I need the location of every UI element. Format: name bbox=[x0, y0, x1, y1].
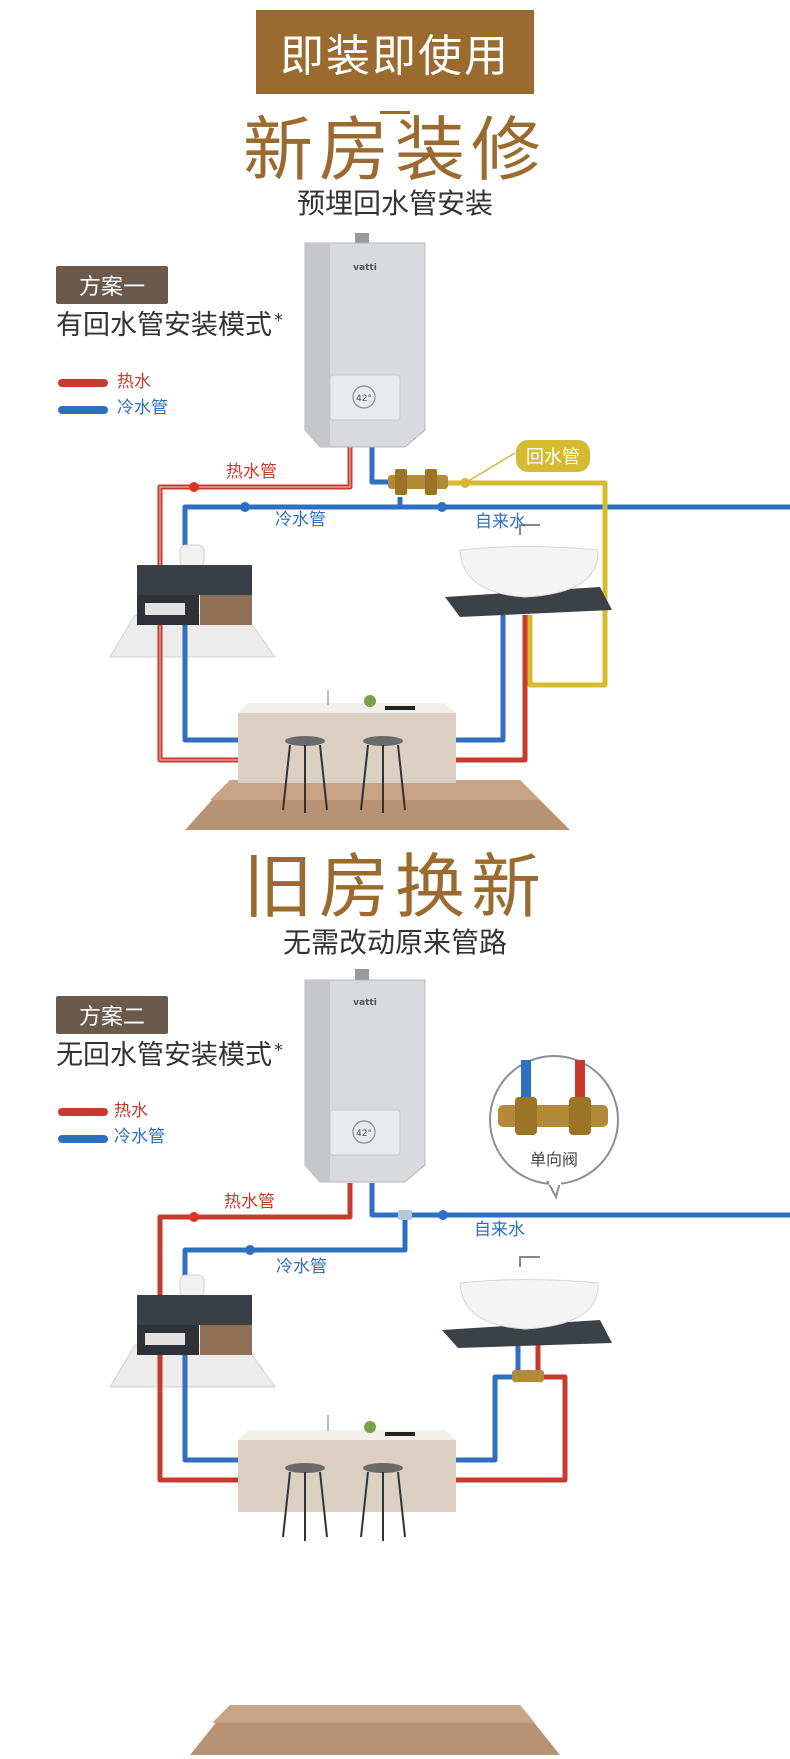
cold-pipe bbox=[182, 445, 790, 743]
tap-water-marker bbox=[437, 502, 447, 512]
hot-pipe bbox=[157, 1183, 568, 1483]
section2-subheading: 无需改动原来管路 bbox=[282, 926, 507, 959]
water-heater: 42° vatti bbox=[304, 233, 426, 448]
kitchen-island bbox=[238, 1415, 456, 1541]
section2-mode-mark: * bbox=[274, 1040, 283, 1061]
hot-pipe-marker bbox=[189, 1212, 199, 1222]
hot-pipe-marker bbox=[189, 482, 199, 492]
kitchen-island bbox=[238, 690, 456, 813]
bathroom-vanity bbox=[137, 1274, 252, 1355]
heater-display: 42° bbox=[356, 394, 372, 404]
heater-display: 42° bbox=[356, 1129, 372, 1139]
legend-cold-swatch bbox=[58, 406, 108, 414]
tap-water-marker bbox=[438, 1210, 448, 1220]
check-valve-zoom bbox=[489, 1055, 619, 1200]
s1-hot-pipe-label: 热水管 bbox=[226, 462, 277, 482]
section1-mode-mark: * bbox=[274, 310, 283, 331]
bathroom-vanity bbox=[137, 544, 252, 625]
cold-pipe-marker bbox=[240, 502, 250, 512]
section2-plan-badge: 方案二 bbox=[56, 996, 168, 1034]
section1-mode-text: 有回水管安装模式 bbox=[56, 310, 272, 341]
cold-pipe-marker bbox=[245, 1245, 255, 1255]
legend2-hot-swatch bbox=[58, 1108, 108, 1116]
section1-subheading: 预埋回水管安装 bbox=[296, 187, 493, 220]
floor-highlight bbox=[212, 1705, 535, 1723]
cold-pipe bbox=[182, 1183, 790, 1463]
banner: 即装即使用 bbox=[256, 10, 534, 94]
section2-diagram: 单向阀 42° vatti bbox=[109, 969, 790, 1755]
legend-hot-swatch bbox=[58, 379, 108, 387]
bathtub bbox=[442, 1256, 612, 1348]
heater-brand-logo: vatti bbox=[353, 998, 377, 1008]
legend2-cold-swatch bbox=[58, 1135, 108, 1143]
s2-tap-water-label: 自来水 bbox=[474, 1220, 525, 1240]
section2-heading: 旧房换新 bbox=[243, 846, 547, 928]
legend-cold-label: 冷水管 bbox=[117, 398, 168, 418]
bathtub bbox=[445, 524, 612, 617]
section2-mode-title: 无回水管安装模式* bbox=[56, 1040, 283, 1071]
return-pipe bbox=[440, 480, 608, 688]
s1-tap-water-label: 自来水 bbox=[475, 512, 526, 532]
s1-cold-pipe-label: 冷水管 bbox=[275, 510, 326, 530]
section1-diagram: 42° vatti bbox=[109, 233, 790, 830]
water-heater: 42° vatti bbox=[304, 969, 426, 1183]
legend2-hot-label: 热水 bbox=[114, 1101, 148, 1121]
section2-mode-text: 无回水管安装模式 bbox=[56, 1040, 272, 1071]
section1-plan-badge: 方案一 bbox=[56, 266, 168, 304]
section1-heading: 新房装修 bbox=[243, 109, 547, 191]
s2-cold-pipe-label: 冷水管 bbox=[276, 1257, 327, 1277]
s1-return-pipe-label: 回水管 bbox=[516, 440, 590, 472]
mixing-valve bbox=[388, 469, 448, 495]
legend-hot-label: 热水 bbox=[117, 372, 151, 392]
s2-hot-pipe-label: 热水管 bbox=[224, 1192, 275, 1212]
heater-brand-logo: vatti bbox=[353, 263, 377, 273]
legend2-cold-label: 冷水管 bbox=[114, 1127, 165, 1147]
section1-mode-title: 有回水管安装模式* bbox=[56, 310, 283, 341]
divider bbox=[380, 111, 410, 114]
check-valve-label: 单向阀 bbox=[530, 1150, 578, 1169]
banner-title: 即装即使用 bbox=[280, 31, 510, 82]
check-valve bbox=[512, 1370, 544, 1382]
floor-highlight bbox=[210, 780, 540, 800]
